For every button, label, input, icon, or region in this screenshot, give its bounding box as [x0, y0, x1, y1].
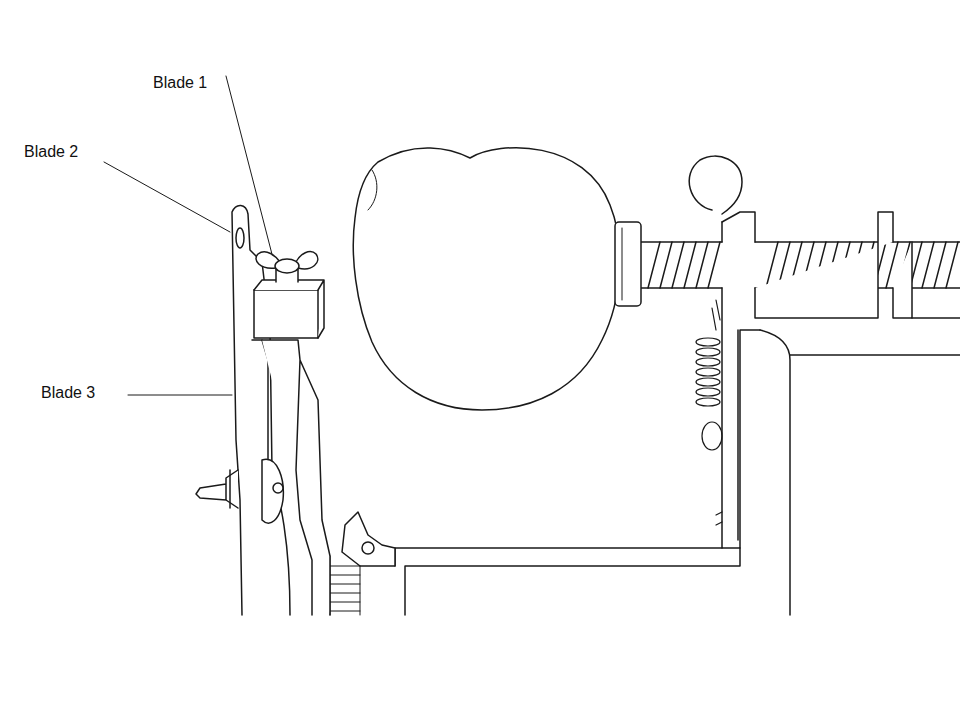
- spring: [696, 300, 722, 525]
- frame: [722, 212, 960, 615]
- hub-edge: [622, 228, 623, 300]
- crank-knob: [689, 156, 742, 214]
- part-label: Blade 1: [152, 73, 208, 92]
- latch-pin: [362, 542, 374, 554]
- apple-dimple: [368, 170, 377, 210]
- part-label: Blade 3: [40, 383, 96, 402]
- blade-arm: [196, 205, 330, 615]
- fork-hub: [615, 222, 641, 306]
- gear: [330, 556, 360, 615]
- apple: [353, 148, 620, 410]
- part-label: Blade 2: [23, 142, 79, 161]
- latch: [342, 512, 395, 566]
- base: [395, 548, 740, 615]
